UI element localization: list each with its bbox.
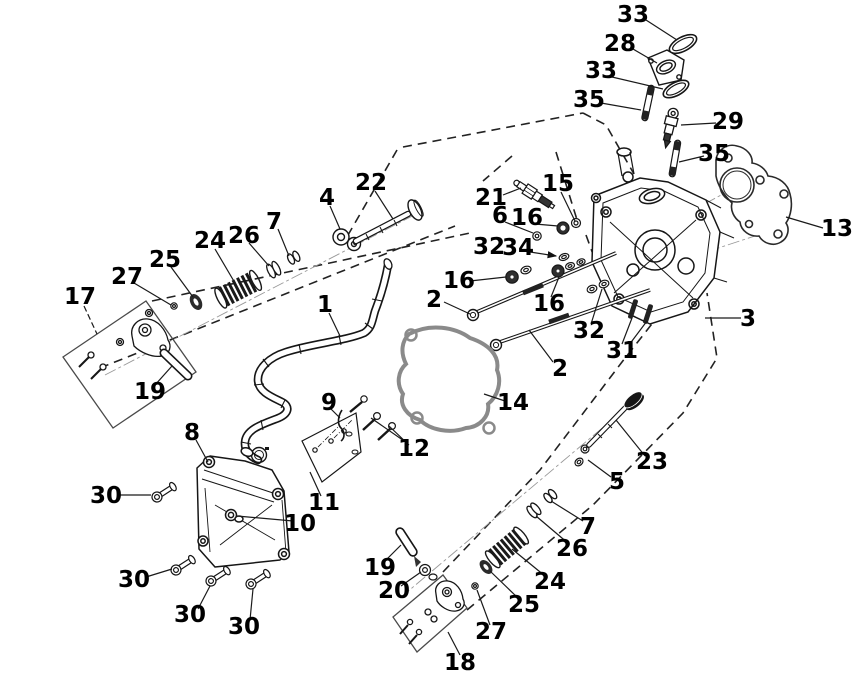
part-rocker-shaft-19a	[159, 348, 193, 381]
callout-26-seat-a: 26	[228, 223, 260, 249]
part-valve-spring-24a	[214, 269, 263, 309]
callout-2-stud-b: 2	[552, 356, 568, 382]
callout-16-cap-nut-a: 16	[443, 268, 475, 294]
part-stud-35-right	[668, 139, 682, 178]
callout-24-spring-b: 24	[534, 569, 566, 595]
callout-10-cover-screw: 10	[284, 511, 316, 537]
part-wire-guide-9	[337, 409, 359, 455]
part-stud-bolt-2a	[466, 251, 617, 322]
callout-27-keeper-b: 27	[475, 619, 507, 645]
callout-29-sensor: 29	[712, 109, 744, 135]
callout-28-manifold: 28	[604, 31, 636, 57]
callout-31-dowel-pins: 31	[606, 338, 638, 364]
callout-19-shaft-a: 19	[134, 379, 166, 405]
part-cylinder-head	[590, 147, 735, 325]
callout-23-valve: 23	[636, 449, 668, 475]
callout-16-grommet: 16	[511, 205, 543, 231]
callout-1-hose: 1	[317, 292, 333, 318]
callout-15: 15	[542, 171, 574, 197]
box-rocker-group-18	[392, 574, 468, 653]
leader-lines	[83, 19, 824, 656]
callout-12-bolts: 12	[398, 436, 430, 462]
box-rocker-group-17	[62, 300, 197, 429]
part-seals-15-16-6	[532, 217, 582, 241]
part-valve-spring-24b	[484, 526, 530, 569]
part-cover-screw-10	[224, 508, 244, 523]
callout-30-bolt-d: 30	[228, 614, 260, 640]
callout-14-cover-gasket: 14	[497, 390, 529, 416]
part-breather-hose-1	[240, 258, 393, 465]
part-valve-keepers-5	[574, 444, 590, 467]
callout-7-seal-b: 7	[580, 514, 596, 540]
callout-26-seat-b: 26	[556, 536, 588, 562]
part-valve-keeper-27a	[170, 302, 178, 310]
callout-6: 6	[492, 203, 508, 229]
part-cover-gasket-14	[396, 325, 502, 435]
callout-4-adjuster: 4	[319, 185, 335, 211]
part-bolts-30	[151, 481, 271, 590]
part-rocker-shaft-19b	[395, 527, 421, 567]
callout-11-plate: 11	[308, 490, 340, 516]
callout-30-bolt-a: 30	[90, 483, 122, 509]
part-nut-20	[418, 563, 438, 581]
part-spark-plug-21	[513, 179, 556, 210]
callout-20-nut: 20	[378, 578, 410, 604]
part-sensor-29	[662, 107, 679, 150]
callout-8-valve-cover: 8	[184, 420, 200, 446]
callout-35-stud-right: 35	[698, 141, 730, 167]
callout-30-bolt-c: 30	[174, 602, 206, 628]
callout-22-valve: 22	[355, 170, 387, 196]
callout-32-washer-b: 32	[573, 318, 605, 344]
callout-33-oring-lower: 33	[585, 58, 617, 84]
part-rocker-group-18	[399, 580, 465, 645]
callout-5-keepers: 5	[609, 469, 625, 495]
callout-19-shaft-b: 19	[364, 555, 396, 581]
callout-30-bolt-b: 30	[118, 567, 150, 593]
part-stud-bolt-2b	[489, 288, 651, 352]
part-valve-seal-7a	[286, 250, 301, 265]
callout-17-rocker-group: 17	[64, 284, 96, 310]
part-spring-seat-26a	[266, 260, 282, 279]
callout-25-retainer-b: 25	[508, 592, 540, 618]
part-cap-nuts-washers	[505, 252, 610, 294]
callout-7-seal-a: 7	[266, 209, 282, 235]
part-valve-23	[586, 391, 644, 448]
callout-33-oring-top: 33	[617, 2, 649, 28]
callout-21-spark-plug: 21	[475, 185, 507, 211]
part-spring-seat-26b	[526, 502, 542, 519]
callout-18-rocker-group: 18	[444, 650, 476, 676]
callout-16-cap-nut-b: 16	[533, 291, 565, 317]
part-rocker-group-17	[78, 308, 171, 380]
callout-25-retainer-a: 25	[149, 247, 181, 273]
part-valve-keeper-27b	[471, 582, 479, 590]
callout-labels: 33 28 33 35 29 35 13 3 22 4 21 15 6 16 3…	[64, 2, 853, 676]
part-spring-retainer-25b	[479, 560, 493, 574]
part-valve-seal-7b	[543, 488, 558, 504]
part-intake-manifold-28	[647, 49, 685, 86]
part-stud-35-left	[641, 84, 655, 122]
callout-9-screws: 9	[321, 390, 337, 416]
part-spring-retainer-25a	[189, 294, 203, 310]
part-dowel-pins-31	[628, 299, 653, 324]
callout-27-keeper-a: 27	[111, 264, 143, 290]
callout-24-spring-a: 24	[194, 228, 226, 254]
group-boxes	[62, 300, 468, 653]
part-valve-cover-8	[196, 446, 291, 568]
part-oring-lower-33	[662, 79, 690, 99]
callout-2-stud-a: 2	[426, 287, 442, 313]
callout-3-head-assy: 3	[740, 306, 756, 332]
callout-32-washer: 32	[473, 234, 505, 260]
callout-13-head-gasket: 13	[821, 216, 853, 242]
callout-35-stud-left: 35	[573, 87, 605, 113]
part-head-gasket-13	[715, 144, 793, 245]
part-valve-22	[352, 199, 424, 246]
callout-34-washer: 34	[502, 235, 534, 261]
